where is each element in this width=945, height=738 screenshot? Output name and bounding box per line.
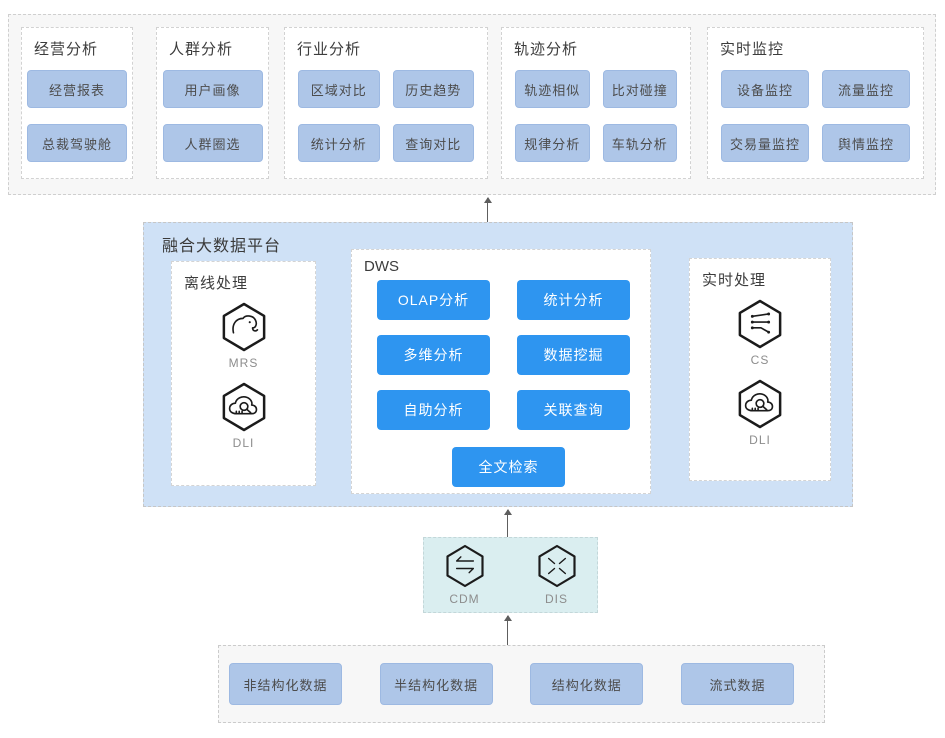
- arrow-platform-to-apps: [483, 197, 492, 222]
- dli-icon: [222, 382, 265, 432]
- service-cs: CS: [737, 299, 783, 367]
- app-node: 总裁驾驶舱: [27, 124, 127, 162]
- group-title: 经营分析: [34, 41, 99, 58]
- app-node: 区域对比: [298, 70, 380, 108]
- platform-layer: 融合大数据平台 离线处理 MRS: [143, 222, 853, 507]
- app-node: 经营报表: [27, 70, 127, 108]
- service-dli: DLI: [737, 379, 783, 447]
- app-node: 交易量监控: [721, 124, 809, 162]
- data-source-node: 半结构化数据: [379, 663, 493, 705]
- dws-node: OLAP分析: [377, 280, 490, 320]
- group-title: 轨迹分析: [514, 41, 579, 58]
- ingestion-layer: CDM DIS: [423, 537, 598, 613]
- mrs-icon: [222, 302, 265, 352]
- dws-left-column: OLAP分析多维分析自助分析: [377, 280, 490, 430]
- app-node: 查询对比: [392, 124, 474, 162]
- dws-right-column: 统计分析数据挖掘关联查询: [517, 280, 630, 430]
- service-cdm: CDM: [445, 544, 485, 606]
- data-sources-layer: 非结构化数据半结构化数据结构化数据流式数据: [218, 645, 825, 723]
- service-label: DLI: [232, 436, 255, 450]
- service-label: CS: [750, 353, 770, 367]
- dis-icon: [537, 544, 576, 588]
- app-node: 规律分析: [515, 124, 590, 162]
- group-node-list: 轨迹相似比对碰撞规律分析车轨分析: [515, 70, 677, 162]
- service-mrs: MRS: [221, 302, 267, 370]
- application-layer: 经营分析 经营报表总裁驾驶舱 人群分析 用户画像人群圈选 行业分析 区域对比历史…: [8, 14, 936, 195]
- group-node-list: 用户画像人群圈选: [157, 70, 268, 162]
- group-node-list: 设备监控流量监控交易量监控舆情监控: [721, 70, 910, 162]
- realtime-services: CS DLI: [690, 299, 830, 447]
- app-node: 比对碰撞: [602, 70, 677, 108]
- app-node: 车轨分析: [602, 124, 677, 162]
- group-industry-analysis: 行业分析 区域对比历史趋势统计分析查询对比: [284, 27, 488, 179]
- service-label: MRS: [228, 356, 259, 370]
- data-source-node: 非结构化数据: [229, 663, 342, 705]
- dws-node: 全文检索: [452, 447, 565, 487]
- app-node: 人群圈选: [162, 124, 263, 162]
- data-source-node: 流式数据: [680, 663, 794, 705]
- group-crowd-analysis: 人群分析 用户画像人群圈选: [156, 27, 269, 179]
- box-title: 实时处理: [702, 272, 767, 289]
- app-node: 统计分析: [298, 124, 380, 162]
- cdm-icon: [445, 544, 484, 588]
- offline-processing-box: 离线处理 MRS: [171, 261, 316, 486]
- platform-title: 融合大数据平台: [162, 238, 282, 255]
- cs-icon: [738, 299, 782, 349]
- dws-node: 统计分析: [517, 280, 630, 320]
- app-node: 流量监控: [822, 70, 910, 108]
- group-realtime-monitoring: 实时监控 设备监控流量监控交易量监控舆情监控: [707, 27, 924, 179]
- dws-node: 自助分析: [377, 390, 490, 430]
- service-dli: DLI: [221, 382, 267, 450]
- app-node: 设备监控: [721, 70, 809, 108]
- arrow-ingestion-to-platform: [503, 509, 512, 537]
- service-label: DLI: [749, 433, 771, 447]
- dws-node: 多维分析: [377, 335, 490, 375]
- dws-box: DWS OLAP分析多维分析自助分析 统计分析数据挖掘关联查询 全文检索: [351, 249, 651, 494]
- dws-node: 数据挖掘: [517, 335, 630, 375]
- app-node: 历史趋势: [392, 70, 474, 108]
- app-node: 舆情监控: [822, 124, 910, 162]
- offline-services: MRS DLI: [172, 302, 315, 450]
- group-node-list: 经营报表总裁驾驶舱: [22, 70, 132, 162]
- app-node: 轨迹相似: [515, 70, 590, 108]
- box-title: 离线处理: [184, 275, 249, 292]
- group-title: 人群分析: [169, 41, 234, 58]
- group-title: 实时监控: [720, 41, 785, 58]
- group-business-analysis: 经营分析 经营报表总裁驾驶舱: [21, 27, 133, 179]
- service-label: DIS: [544, 592, 568, 606]
- group-title: 行业分析: [297, 41, 362, 58]
- app-node: 用户画像: [162, 70, 263, 108]
- service-label: CDM: [449, 592, 480, 606]
- group-trajectory-analysis: 轨迹分析 轨迹相似比对碰撞规律分析车轨分析: [501, 27, 691, 179]
- dli-icon: [738, 379, 782, 429]
- arrow-sources-to-ingestion: [503, 615, 512, 645]
- realtime-processing-box: 实时处理 CS: [689, 258, 831, 481]
- data-source-node: 结构化数据: [530, 663, 644, 705]
- box-title: DWS: [364, 258, 399, 275]
- dws-node: 关联查询: [517, 390, 630, 430]
- service-dis: DIS: [537, 544, 577, 606]
- group-node-list: 区域对比历史趋势统计分析查询对比: [298, 70, 474, 162]
